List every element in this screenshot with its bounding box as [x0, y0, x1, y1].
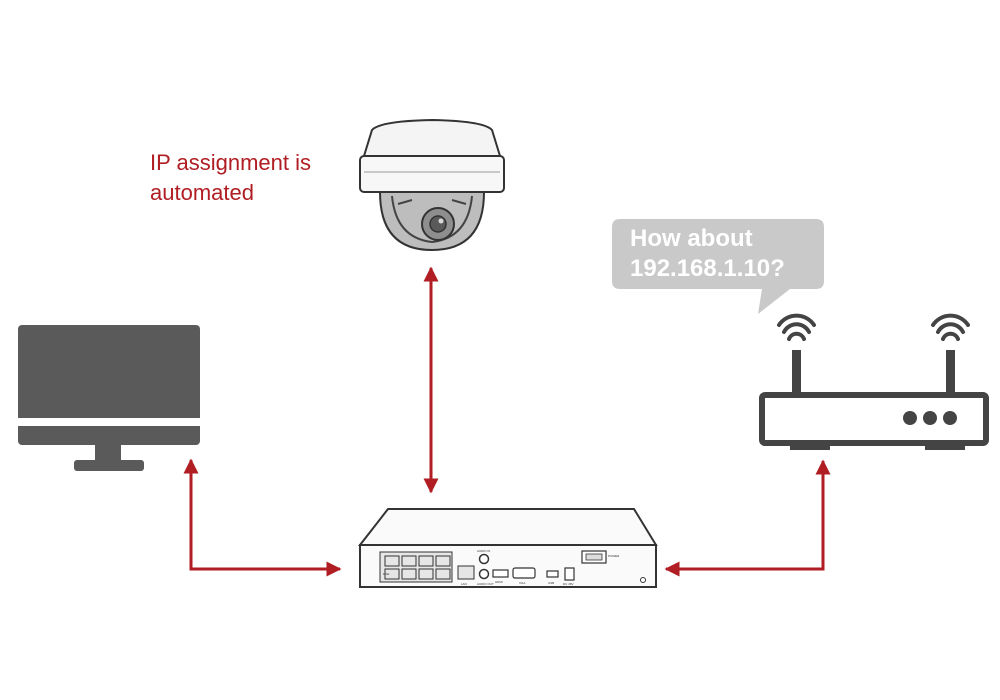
port-label-usb: USB — [548, 581, 554, 585]
note-line-1: IP assignment is — [150, 150, 312, 175]
port-label-lan: LAN — [461, 582, 467, 586]
dome-camera-icon — [359, 118, 505, 252]
nvr-recorder-icon: POE AUDIO IN LAN AUDIO OUT HDMI VGA USB … — [357, 508, 658, 588]
bubble-line-2: 192.168.1.10? — [630, 255, 785, 282]
speech-bubble — [612, 219, 824, 314]
monitor-icon — [18, 325, 200, 471]
port-label-dc: DC 48V — [563, 582, 574, 586]
port-label-hdmi: HDMI — [495, 580, 503, 584]
arrow-router-nvr — [664, 459, 831, 577]
router-icon — [759, 313, 989, 450]
ip-assignment-note: IP assignment is automated — [150, 148, 380, 208]
bubble-line-1: How about — [630, 225, 753, 252]
note-line-2: automated — [150, 180, 254, 205]
port-label-audio-out: AUDIO OUT — [477, 582, 494, 586]
arrow-monitor-nvr — [183, 458, 342, 577]
port-label-vga: VGA — [519, 581, 525, 585]
port-label-audio-in: AUDIO IN — [477, 549, 490, 553]
port-label-power: POWER — [608, 554, 620, 558]
port-label-poe: POE — [383, 572, 389, 576]
speech-bubble-text: How about 192.168.1.10? — [630, 224, 820, 284]
